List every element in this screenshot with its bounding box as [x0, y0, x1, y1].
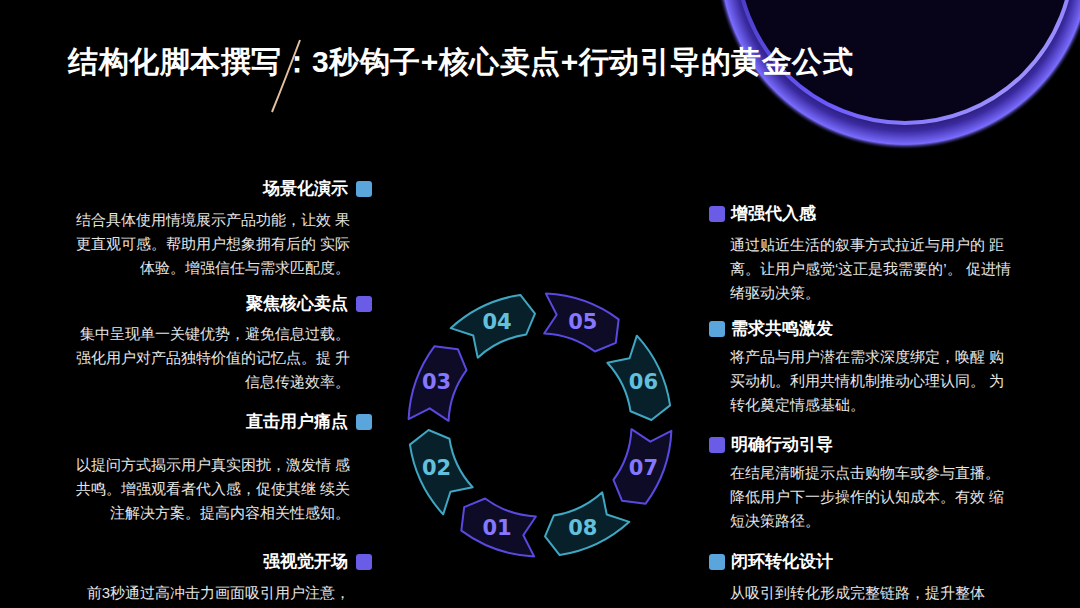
step-number: 06: [629, 370, 658, 394]
item-heading: 场景化演示: [263, 178, 348, 200]
step-number: 04: [483, 310, 512, 334]
segment-outline: [545, 493, 629, 556]
item-description: 集中呈现单一关键优势，避免信息过载。 强化用户对产品独特价值的记忆点。提 升信息…: [68, 322, 350, 394]
item-heading: 聚焦核心卖点: [246, 293, 348, 315]
square-bullet: [709, 206, 725, 222]
item-heading: 明确行动引导: [731, 434, 833, 456]
step-number: 01: [483, 516, 512, 540]
item-description: 将产品与用户潜在需求深度绑定，唤醒 购买动机。利用共情机制推动心理认同。 为转化…: [730, 345, 1012, 417]
item-description: 从吸引到转化形成完整链路，提升整体: [730, 581, 1012, 605]
segment-outline: [614, 429, 672, 504]
square-bullet: [356, 414, 372, 430]
item-heading: 增强代入感: [731, 203, 816, 225]
item-description: 在结尾清晰提示点击购物车或参与直播。 降低用户下一步操作的认知成本。有效 缩短决…: [730, 461, 1012, 533]
square-bullet: [709, 321, 725, 337]
item-description: 以提问方式揭示用户真实困扰，激发情 感共鸣。增强观看者代入感，促使其继 续关注解…: [68, 453, 350, 525]
cycle-segment: 04: [447, 272, 547, 372]
cycle-segment: 01: [447, 478, 547, 578]
item-description: 通过贴近生活的叙事方式拉近与用户的 距离。让用户感觉‘这正是我需要的’。 促进情…: [730, 233, 1012, 305]
segment-outline: [451, 294, 535, 357]
square-bullet: [709, 437, 725, 453]
step-number: 05: [568, 310, 597, 334]
segment-outline: [544, 293, 619, 351]
item-heading: 闭环转化设计: [731, 551, 833, 573]
step-number: 08: [568, 516, 597, 540]
step-number: 07: [629, 456, 658, 480]
square-bullet: [356, 554, 372, 570]
item-description: 结合具体使用情境展示产品功能，让效 果更直观可感。帮助用户想象拥有后的 实际体验…: [68, 208, 350, 280]
item-heading: 直击用户痛点: [246, 411, 348, 433]
segment-outline: [409, 430, 472, 514]
cycle-segment: 03: [387, 332, 487, 432]
cycle-segment: 07: [593, 418, 693, 518]
item-description: 前3秒通过高冲击力画面吸引用户注意，: [68, 581, 350, 605]
step-number: 03: [422, 370, 451, 394]
item-heading: 需求共鸣激发: [731, 318, 833, 340]
square-bullet: [356, 181, 372, 197]
slide-title: 结构化脚本撰写：3秒钩子+核心卖点+行动引导的黄金公式: [68, 42, 853, 83]
segment-outline: [608, 336, 671, 420]
cycle-segment: 05: [533, 272, 633, 372]
cycle-segment: 06: [593, 332, 693, 432]
segment-outline: [461, 499, 536, 557]
step-number: 02: [422, 456, 451, 480]
cycle-segment: 08: [533, 478, 633, 578]
cycle-segment: 02: [387, 418, 487, 518]
square-bullet: [356, 296, 372, 312]
square-bullet: [709, 554, 725, 570]
segment-outline: [408, 346, 466, 421]
item-heading: 强视觉开场: [263, 551, 348, 573]
